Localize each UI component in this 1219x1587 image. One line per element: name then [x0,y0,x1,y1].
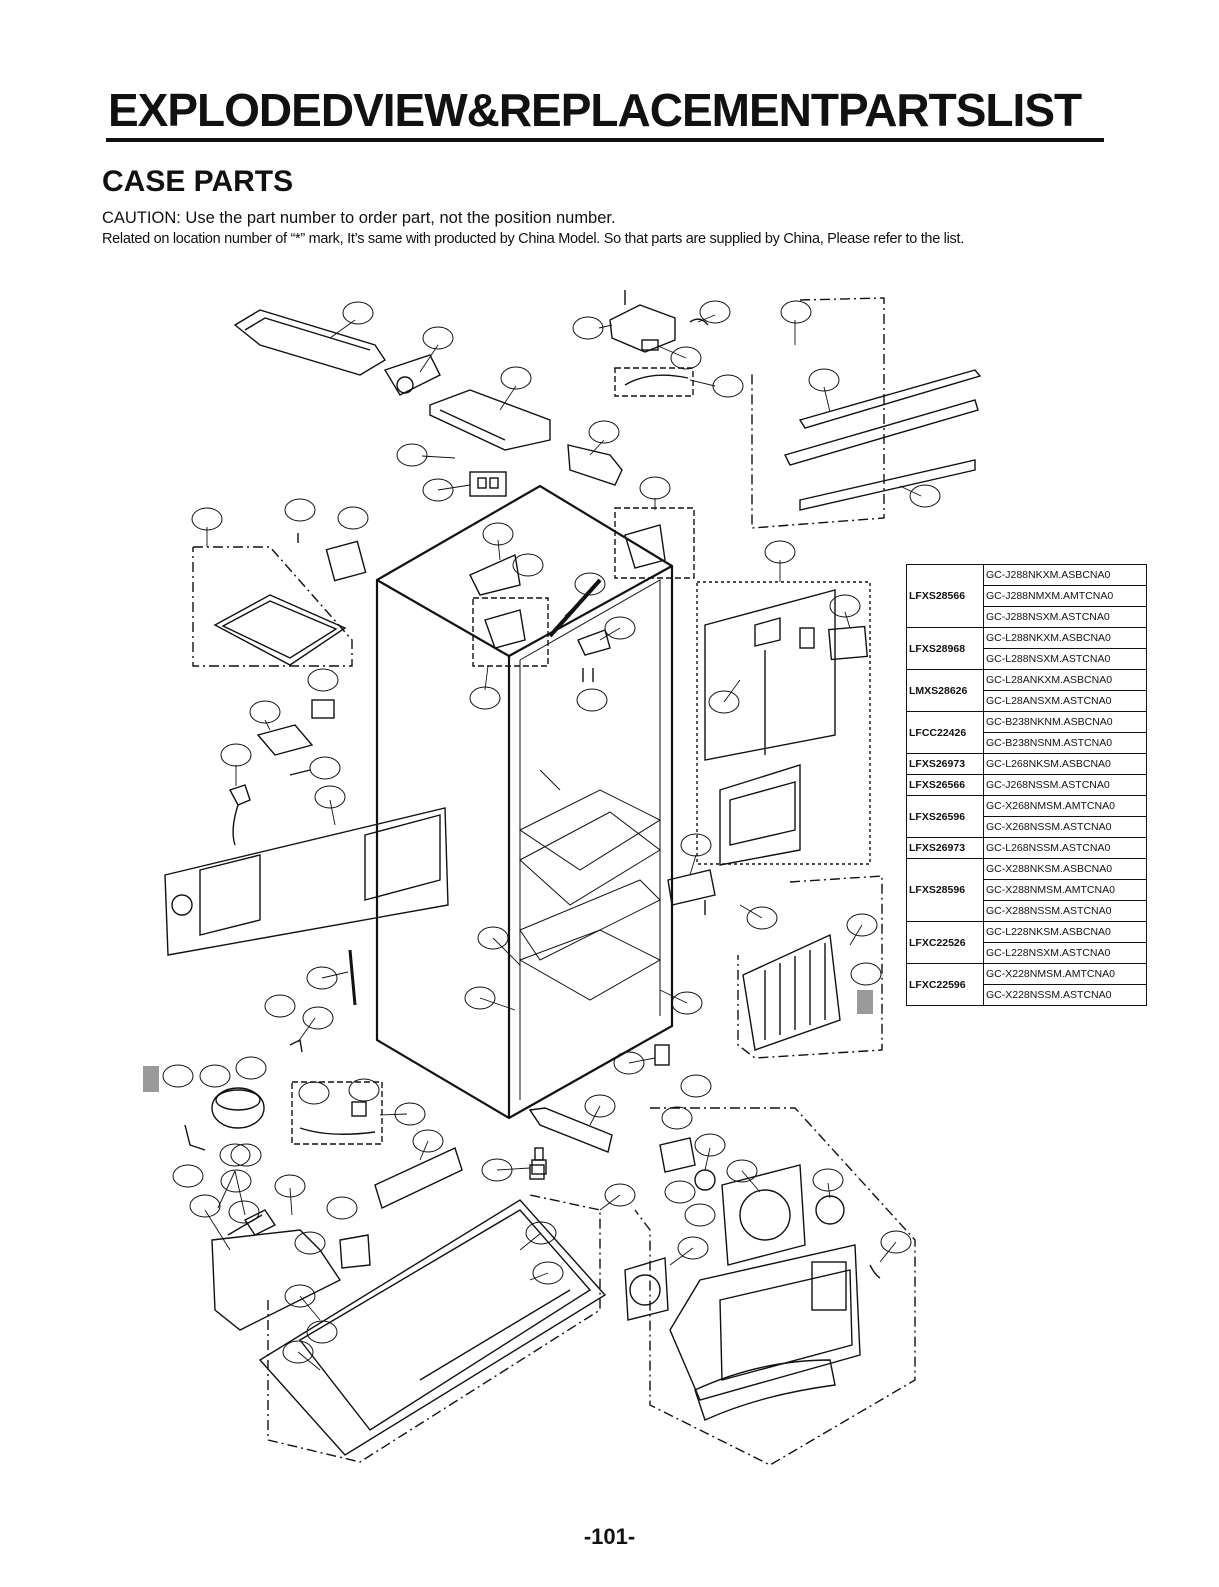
china-model-note: Related on location number of “*” mark, … [102,231,964,247]
model-cell: LFXC22596 [906,963,984,1006]
code-cell: GC-X268NMSM.AMTCNA0 [983,795,1147,817]
top-dispenser-parts [233,309,623,497]
table-row: LMXS28626 GC-L28ANKXM.ASBCNA0 [906,669,1147,712]
leveling-feet [531,1147,547,1175]
code-cell: GC-X228NMSM.AMTCNA0 [983,963,1147,985]
model-cell: LFXS28566 [906,564,984,628]
china-part-marker [143,1066,159,1092]
code-cell: GC-B238NSNM.ASTCNA0 [983,732,1147,754]
table-row: LFXS26566 GC-J268NSSM.ASTCNA0 [906,774,1147,796]
code-cell: GC-J288NKXM.ASBCNA0 [983,564,1147,586]
table-row: LFXC22526 GC-L228NKSM.ASBCNA0 [906,921,1147,964]
table-row: LFXS28968 GC-L288NKXM.ASBCNA0 [906,627,1147,670]
code-cell: GC-J268NSSM.ASTCNA0 [983,774,1147,796]
cabinet [375,484,674,1120]
callout-bubbles [162,300,941,1364]
code-cell: GC-J288NMXM.AMTCNA0 [983,585,1147,607]
table-row: LFXS28596 GC-X288NKSM.ASBCNA0 [906,858,1147,922]
top-trim-group [751,297,982,529]
model-cell: LFXS26566 [906,774,984,796]
title-rule [106,138,1104,142]
model-cell: LFCC22426 [906,711,984,754]
fan-duct-group [624,1107,916,1466]
code-cell: GC-X288NKSM.ASBCNA0 [983,858,1147,880]
control-panel [696,581,871,866]
model-cell: LFXS26596 [906,795,984,838]
table-row: LFXS26596 GC-X268NMSM.AMTCNA0 [906,795,1147,838]
table-row: LFXS26973 GC-L268NKSM.ASBCNA0 [906,753,1147,775]
model-cell: LFXS26973 [906,837,984,859]
leader-lines [204,314,922,1371]
code-cell: GC-X288NSSM.ASTCNA0 [983,900,1147,922]
code-cell: GC-L228NSXM.ASTCNA0 [983,942,1147,964]
code-cell: GC-J288NSXM.ASTCNA0 [983,606,1147,628]
left-electrical-parts [164,699,449,1006]
table-row: LFCC22426 GC-B238NKNM.ASBCNA0 [906,711,1147,754]
table-row: GC-L228NSXM.ASTCNA0 [907,942,1147,964]
hinge-groups [469,507,695,682]
evaporator-group [667,869,883,1059]
code-cell: GC-L28ANKXM.ASBCNA0 [983,669,1147,691]
code-cell: GC-L28ANSXM.ASTCNA0 [983,690,1147,712]
code-cell: GC-L268NKSM.ASBCNA0 [983,753,1147,775]
table-row: GC-B238NSNM.ASTCNA0 [907,732,1147,754]
table-row: GC-J288NMXM.AMTCNA0 [907,585,1147,607]
model-cell: LFXS28596 [906,858,984,922]
table-row: GC-L288NSXM.ASTCNA0 [907,648,1147,670]
page-number: -101- [583,1524,636,1549]
code-cell: GC-X268NSSM.ASTCNA0 [983,816,1147,838]
model-cell: LFXS28968 [906,627,984,670]
code-cell: GC-L288NKXM.ASBCNA0 [983,627,1147,649]
table-row: GC-X228NSSM.ASTCNA0 [907,984,1147,1006]
code-cell: GC-L268NSSM.ASTCNA0 [983,837,1147,859]
page-title: EXPLODEDVIEW&REPLACEMENTPARTSLIST [108,84,1082,136]
code-cell: GC-L288NSXM.ASTCNA0 [983,648,1147,670]
table-row: LFXS28566 GC-J288NKXM.ASBCNA0 [906,564,1147,628]
cabinet-interior [518,579,662,1100]
caution-text: CAUTION: Use the part number to order pa… [102,209,616,227]
table-row: LFXC22596 GC-X228NMSM.AMTCNA0 [906,963,1147,1006]
table-row: LFXS26973 GC-L268NSSM.ASTCNA0 [906,837,1147,859]
table-row: GC-X288NMSM.AMTCNA0 [907,879,1147,901]
code-cell: GC-L228NKSM.ASBCNA0 [983,921,1147,943]
table-row: GC-L28ANSXM.ASTCNA0 [907,690,1147,712]
table-row: GC-X268NSSM.ASTCNA0 [907,816,1147,838]
table-row: GC-J288NSXM.ASTCNA0 [907,606,1147,628]
code-cell: GC-B238NKNM.ASBCNA0 [983,711,1147,733]
code-cell: GC-X288NMSM.AMTCNA0 [983,879,1147,901]
model-cell: LFXS26973 [906,753,984,775]
model-table: LFXS28566 GC-J288NKXM.ASBCNA0 GC-J288NMX… [906,564,1147,1006]
top-control-parts [609,290,709,397]
section-subtitle: CASE PARTS [102,165,294,198]
left-cover-group [192,533,367,667]
machine-room-parts [258,1044,670,1463]
code-cell: GC-X228NSSM.ASTCNA0 [983,984,1147,1006]
model-cell: LFXC22526 [906,921,984,964]
compressor-group [184,1038,383,1331]
model-cell: LMXS28626 [906,669,984,712]
